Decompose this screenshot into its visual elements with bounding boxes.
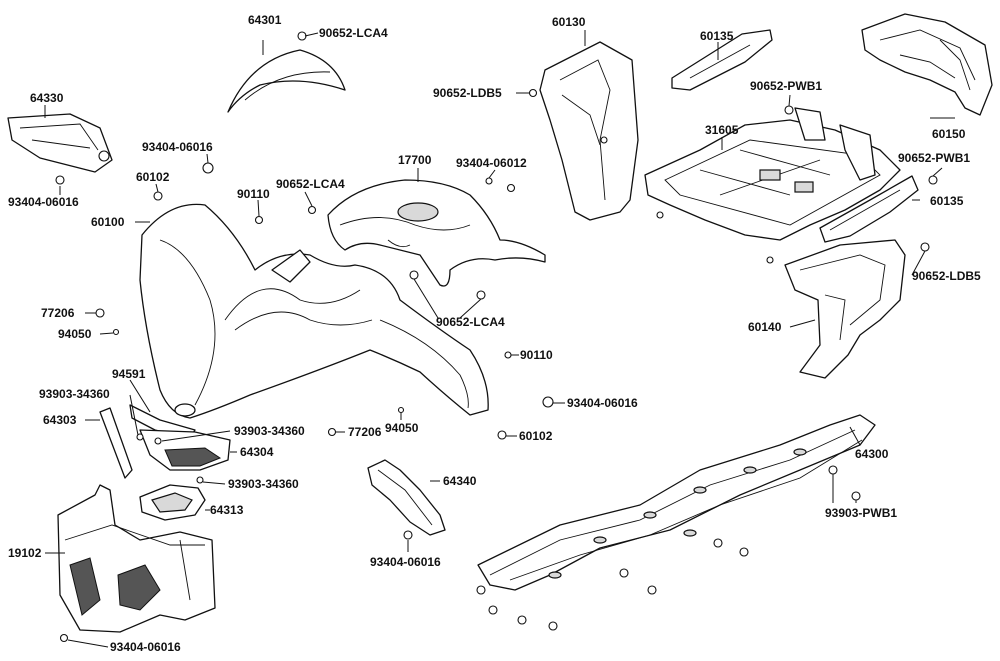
fastener-90652-pwb1-top — [784, 105, 794, 115]
label-60135-right: 60135 — [930, 194, 964, 208]
part-17700-front-panel — [327, 179, 546, 287]
part-64340-small-cover — [367, 459, 446, 536]
fastener-93903-pwb1-g — [476, 585, 486, 595]
label-93903-34360-b: 93903-34360 — [234, 424, 305, 438]
label-90652-ldb5-top: 90652-LDB5 — [433, 86, 502, 100]
label-94591: 94591 — [112, 367, 146, 381]
label-64330: 64330 — [30, 91, 64, 105]
label-77206-b: 77206 — [348, 425, 382, 439]
fastener-93903-pwb1-i — [517, 615, 527, 625]
fastener-90652-lca4-low-a — [409, 270, 419, 280]
fastener-93404-06012-a — [485, 177, 493, 185]
fastener-93404-06016-a — [55, 175, 65, 185]
part-19102-lower-grille — [57, 484, 216, 633]
label-94050-a: 94050 — [58, 327, 92, 341]
label-60150: 60150 — [932, 127, 966, 141]
part-60150-guard — [861, 13, 993, 116]
fastener-77206-b — [327, 427, 337, 437]
label-90110-b: 90110 — [520, 348, 553, 362]
fastener-93903-pwb1-h — [488, 605, 498, 615]
label-90652-lca4-mid: 90652-LCA4 — [276, 177, 345, 191]
part-60135-right-bracket — [819, 175, 919, 243]
label-64304: 64304 — [240, 445, 274, 459]
label-64301: 64301 — [248, 13, 282, 27]
fastener-90110-a — [254, 215, 264, 225]
fastener-93903-pwb1-j — [548, 621, 558, 631]
label-17700: 17700 — [398, 153, 432, 167]
label-64300: 64300 — [855, 447, 889, 461]
label-90652-ldb5-right: 90652-LDB5 — [912, 269, 981, 283]
fastener-94050-b — [397, 406, 405, 414]
label-90652-lca4-low: 90652-LCA4 — [436, 315, 505, 329]
fastener-77206-a — [95, 308, 105, 318]
fastener-93404-06016-b — [202, 162, 214, 174]
fastener-90652-ldb5-top — [528, 88, 538, 98]
fastener-93404-06016-d — [403, 530, 413, 540]
fastener-94050-a — [112, 328, 120, 336]
leader-lines — [44, 30, 955, 648]
label-90652-lca4-top: 90652-LCA4 — [319, 26, 388, 40]
part-64301-windscreen — [227, 49, 346, 113]
part-60100-front-fender — [139, 203, 489, 419]
part-labels: 64301 90652-LCA4 60130 60135 90652-LDB5 … — [8, 13, 981, 654]
label-64313: 64313 — [210, 503, 244, 517]
fastener-93903-pwb1-e — [619, 568, 629, 578]
label-93404-06016-d: 93404-06016 — [370, 555, 441, 569]
label-93404-06016-e: 93404-06016 — [110, 640, 181, 654]
label-60130: 60130 — [552, 15, 586, 29]
label-77206-a: 77206 — [41, 306, 75, 320]
label-93404-06016-c: 93404-06016 — [567, 396, 638, 410]
fastener-60102-a — [153, 191, 163, 201]
label-90110-a: 90110 — [237, 187, 270, 201]
label-60140: 60140 — [748, 320, 782, 334]
fastener-93903-34360-a — [136, 433, 144, 441]
label-93903-34360-c: 93903-34360 — [228, 477, 299, 491]
label-60135-top: 60135 — [700, 29, 734, 43]
label-64340: 64340 — [443, 474, 477, 488]
label-93903-34360-a: 93903-34360 — [39, 387, 110, 401]
fastener-90652-lca4-mid — [307, 205, 317, 215]
fastener-90652-pwb1-mid — [928, 175, 938, 185]
part-60130-side-panel — [539, 41, 639, 221]
label-93903-pwb1: 93903-PWB1 — [825, 506, 897, 520]
label-93404-06012: 93404-06012 — [456, 156, 527, 170]
label-60102-b: 60102 — [519, 429, 553, 443]
label-31605: 31605 — [705, 123, 739, 137]
fastener-90652-ldb5-right — [920, 242, 930, 252]
part-60135-top-bracket — [671, 29, 773, 91]
fastener-93404-06012-b — [506, 183, 516, 193]
part-64330-side-cover — [7, 113, 113, 173]
part-64303-strip — [99, 407, 133, 479]
fastener-93903-pwb1-c — [713, 538, 723, 548]
fastener-90652-lca4-low-b — [476, 290, 486, 300]
part-64300-skid-plate — [477, 414, 876, 591]
label-60102-a: 60102 — [136, 170, 170, 184]
part-64313-cover — [139, 484, 206, 521]
fastener-93903-34360-c — [196, 476, 204, 484]
fastener-93903-pwb1-b — [851, 491, 861, 501]
label-60100: 60100 — [91, 215, 125, 229]
fastener-90110-b — [504, 351, 512, 359]
fastener-93903-pwb1-d — [739, 547, 749, 557]
part-64304-grille — [139, 429, 231, 471]
label-19102: 19102 — [8, 546, 42, 560]
label-93404-06016-b: 93404-06016 — [8, 195, 79, 209]
part-60140-side-guard — [784, 239, 906, 379]
fastener-93903-pwb1-a — [828, 465, 838, 475]
fastener-90652-lca4-top — [297, 31, 307, 41]
label-93404-06016-a: 93404-06016 — [142, 140, 213, 154]
part-31605-rack — [644, 107, 901, 264]
fastener-93404-06016-c — [542, 396, 554, 408]
fastener-93404-06016-e — [59, 633, 69, 643]
label-90652-pwb1-top: 90652-PWB1 — [750, 79, 822, 93]
fastener-60102-b — [497, 430, 507, 440]
fastener-93903-34360-b — [154, 437, 162, 445]
label-64303: 64303 — [43, 413, 77, 427]
fastener-93903-pwb1-f — [647, 585, 657, 595]
label-94050-b: 94050 — [385, 421, 419, 435]
label-90652-pwb1-mid: 90652-PWB1 — [898, 151, 970, 165]
